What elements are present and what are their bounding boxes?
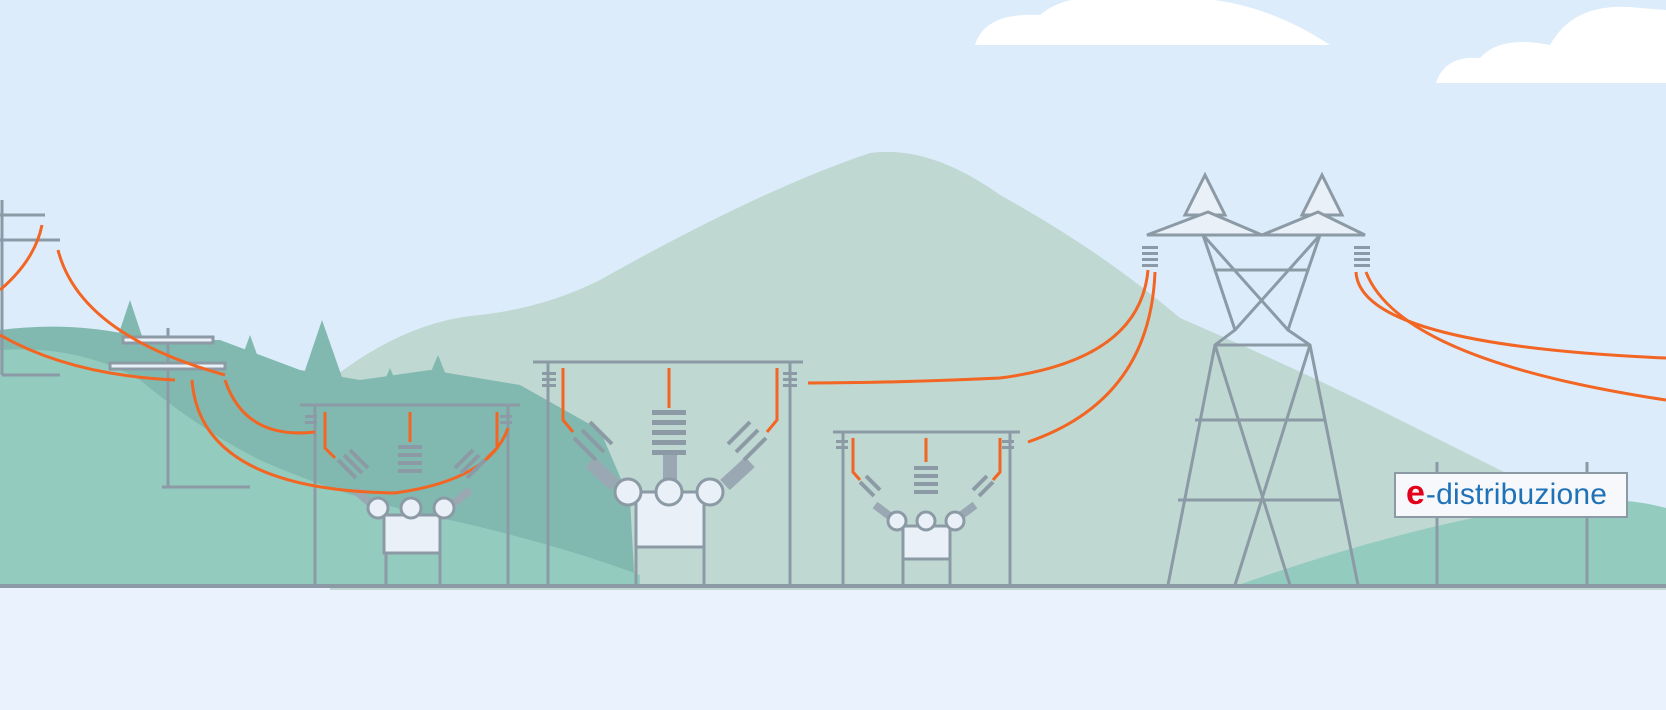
transmission-tower [1146,171,1366,586]
insulators [305,246,1370,494]
switchgear-small-left [300,403,520,585]
power-cables [0,224,1666,495]
clouds [975,0,1666,84]
switchgear-large-center [533,360,803,585]
tree [295,320,350,400]
cable [1027,271,1157,444]
ground-line [0,584,1666,588]
cable [1354,271,1666,360]
cloud-1 [975,0,1330,45]
cable [991,438,1002,481]
cloud-2 [1436,6,1666,84]
cable [485,412,499,460]
tree [415,355,460,410]
tree [590,470,630,540]
switchgear-small-right [833,430,1020,585]
structures [0,171,1589,586]
cable [0,333,176,382]
tree [370,368,410,415]
cable [1364,271,1666,402]
brand-sign: e -distribuzione [1394,472,1628,518]
cable [323,412,337,460]
cable [807,269,1150,385]
insulator-strings [336,420,995,498]
tree [232,335,268,385]
hill-left [0,349,640,588]
ground [0,588,1666,710]
tree [510,395,550,450]
brand-logo-text: -distribuzione [1425,478,1608,511]
cable [56,249,226,377]
hill-right [1230,499,1666,588]
brand-logo-mark: e [1406,474,1425,512]
cable [851,438,862,481]
tree [555,425,600,490]
cable [765,368,779,433]
cable [0,224,44,292]
tree [115,300,145,345]
cable [561,368,575,433]
cable [223,379,316,435]
